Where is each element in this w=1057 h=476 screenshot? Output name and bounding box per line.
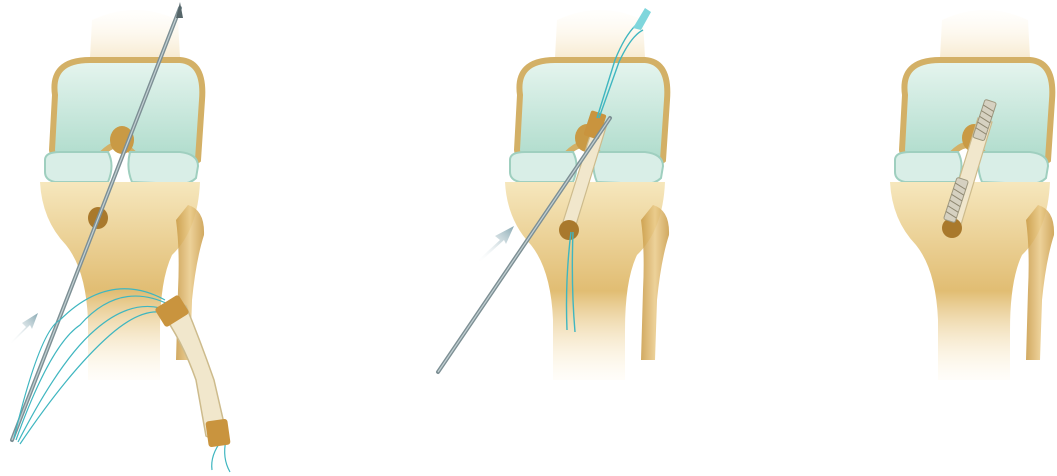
insertion-arrow [8, 313, 38, 345]
knee-joint [505, 8, 669, 380]
tibial-tunnel-opening [559, 220, 579, 240]
fibula [641, 205, 669, 360]
step-2-panel [420, 0, 720, 476]
meniscus-lateral [593, 152, 663, 184]
tibia [40, 182, 200, 380]
meniscus-lateral [128, 152, 198, 184]
insertion-arrow [476, 226, 514, 262]
graft-bone-block-distal [205, 419, 230, 448]
step-1-panel [0, 0, 340, 476]
step-3-panel [860, 0, 1057, 476]
tibia [505, 182, 665, 380]
knee-joint [890, 10, 1054, 380]
step-1-illustration [0, 0, 340, 476]
fibula [1026, 205, 1054, 360]
meniscus-medial [510, 152, 577, 182]
meniscus-medial [895, 152, 962, 182]
tibia [890, 182, 1050, 380]
graft [154, 294, 230, 447]
step-3-illustration [860, 0, 1057, 476]
meniscus-lateral [978, 152, 1048, 184]
meniscus-medial [45, 152, 112, 182]
step-2-illustration [420, 0, 720, 476]
